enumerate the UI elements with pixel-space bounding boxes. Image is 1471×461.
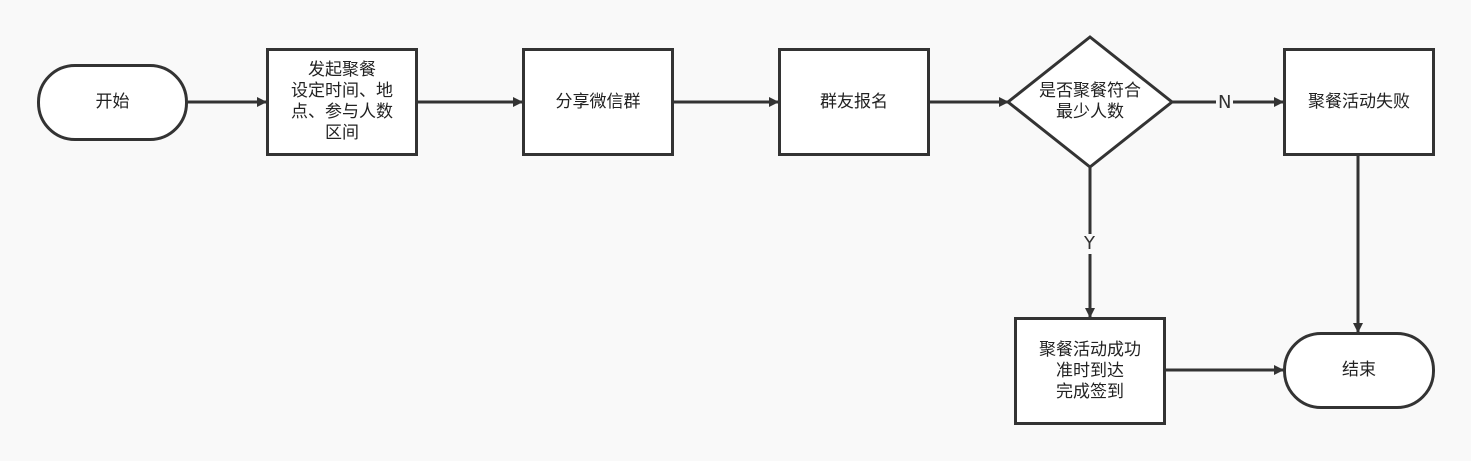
start-node: 开始 — [37, 64, 188, 141]
end-label: 结束 — [1342, 360, 1376, 380]
success-node: 聚餐活动成功 准时到达 完成签到 — [1014, 317, 1166, 425]
start-label: 开始 — [95, 92, 130, 112]
initiate-label: 发起聚餐 设定时间、地 点、参与人数 区间 — [291, 60, 393, 143]
initiate-node: 发起聚餐 设定时间、地 点、参与人数 区间 — [266, 48, 418, 156]
decision-label: 是否聚餐符合 最少人数 — [1039, 81, 1141, 122]
success-label: 聚餐活动成功 准时到达 完成签到 — [1039, 339, 1141, 402]
share-node: 分享微信群 — [522, 48, 674, 156]
signup-label: 群友报名 — [820, 91, 888, 112]
fail-node: 聚餐活动失败 — [1283, 48, 1435, 156]
edge-label-no: N — [1216, 92, 1234, 113]
signup-node: 群友报名 — [778, 48, 930, 156]
end-node: 结束 — [1283, 332, 1435, 409]
share-label: 分享微信群 — [555, 91, 641, 112]
fail-label: 聚餐活动失败 — [1308, 91, 1410, 112]
edge-label-yes: Y — [1082, 233, 1097, 254]
